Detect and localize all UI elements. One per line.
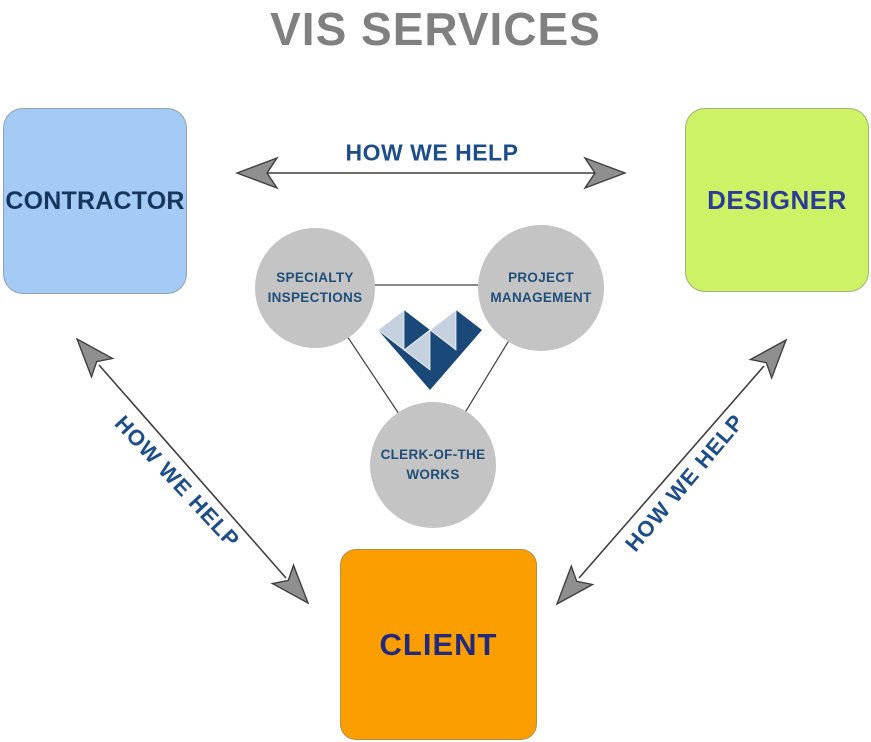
designer-box: DESIGNER — [685, 108, 869, 292]
how-we-help-arrow-right — [555, 338, 788, 606]
vis-logo-icon — [378, 310, 482, 390]
service-circle-clerk-of-the-works: CLERK-OF-THE WORKS — [370, 402, 496, 528]
client-box: CLIENT — [340, 549, 537, 740]
arrowhead-up-icon — [748, 338, 788, 380]
how-we-help-arrow-left — [75, 337, 310, 605]
page-title: VIS SERVICES — [270, 3, 601, 55]
arrowhead-right-icon — [583, 156, 627, 190]
contractor-label: CONTRACTOR — [5, 186, 185, 215]
arrowhead-down-icon — [270, 563, 310, 605]
arrow-label-top: HOW WE HELP — [345, 139, 519, 166]
how-we-help-arrow-top — [235, 156, 627, 190]
service-label: SPECIALTY INSPECTIONS — [267, 269, 363, 305]
arrowhead-left-icon — [235, 156, 279, 190]
service-label: PROJECT MANAGEMENT — [490, 269, 592, 305]
arrowhead-down-icon — [555, 564, 595, 606]
service-circle-specialty-inspections: SPECIALTY INSPECTIONS — [255, 228, 375, 348]
service-circle-project-management: PROJECT MANAGEMENT — [478, 225, 604, 351]
arrowhead-up-icon — [75, 337, 115, 379]
service-label: CLERK-OF-THE WORKS — [380, 446, 486, 482]
designer-label: DESIGNER — [707, 184, 847, 215]
contractor-box: CONTRACTOR — [3, 108, 187, 294]
client-label: CLIENT — [379, 626, 498, 662]
